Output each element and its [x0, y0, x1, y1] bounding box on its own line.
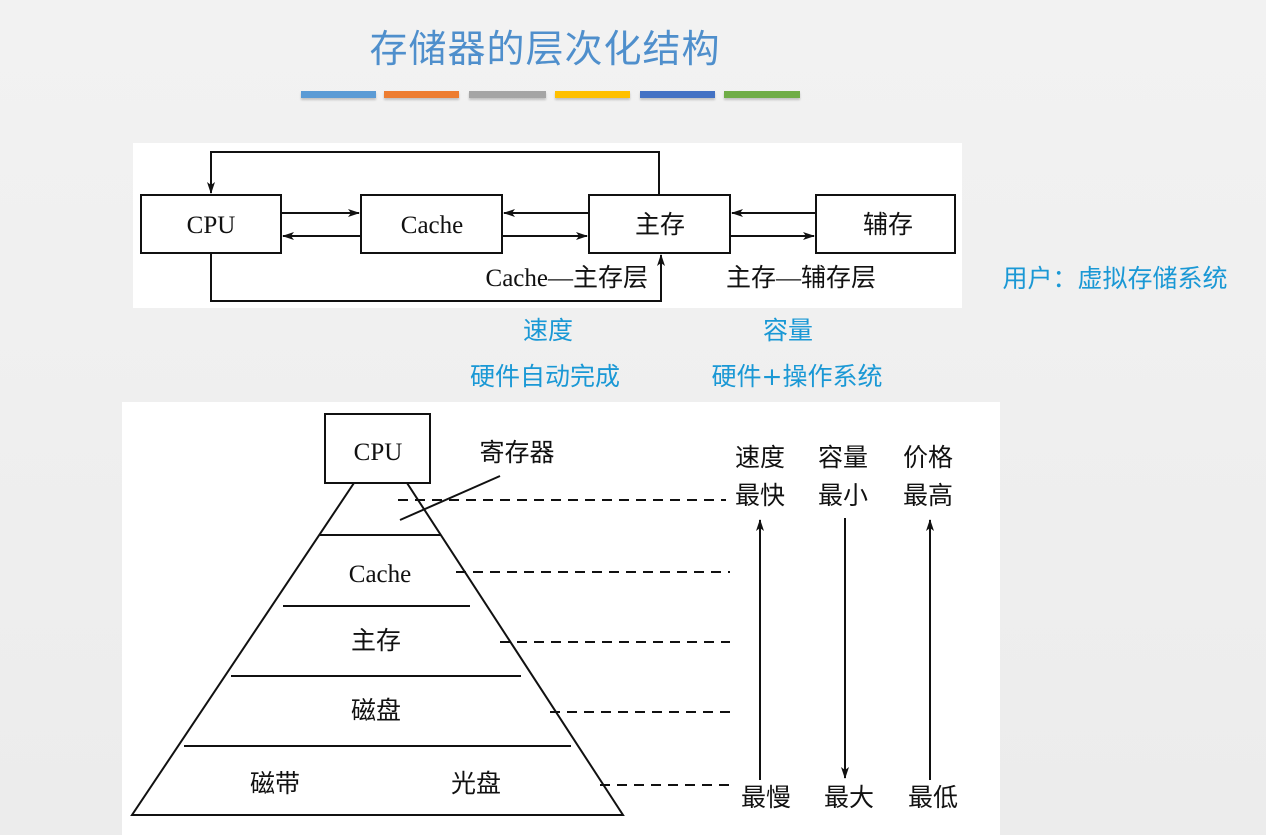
pyramid-level-cache: Cache	[349, 561, 411, 588]
column-speed-bottom: 最慢	[741, 784, 791, 812]
cpu-label: CPU	[187, 212, 236, 239]
accent-bar-6	[724, 91, 800, 98]
register-leader-line	[399, 475, 501, 521]
cache-label: Cache	[401, 212, 463, 239]
cache-hierarchy-diagram: CPU Cache 主存 辅存 Cache—主存层 主存—辅存层	[133, 143, 962, 308]
column-capacity-top: 最小	[818, 482, 868, 510]
register-label: 寄存器	[479, 439, 554, 467]
aux-memory-box	[815, 194, 956, 254]
accent-bar-1	[301, 91, 376, 98]
main-memory-label: 主存	[635, 211, 685, 239]
aux-memory-label: 辅存	[863, 211, 913, 239]
capacity-note: 容量	[763, 316, 813, 345]
pyramid-level-tape: 磁带	[250, 770, 300, 798]
pyramid-level-optical: 光盘	[451, 770, 501, 798]
speed-impl-note: 硬件自动完成	[470, 362, 620, 391]
accent-bar-3	[469, 91, 546, 98]
accent-bar-5	[640, 91, 715, 98]
pyramid-cpu-label: CPU	[354, 439, 403, 466]
main-aux-layer-label: 主存—辅存层	[726, 264, 876, 292]
column-price-bottom: 最低	[908, 784, 958, 812]
page-title: 存储器的层次化结构	[369, 27, 721, 71]
column-price-head: 价格	[903, 444, 953, 472]
accent-bar-4	[555, 91, 630, 98]
column-speed-head: 速度	[735, 444, 785, 472]
level-dashed-lines	[398, 499, 730, 786]
virtual-memory-note: 用户：虚拟存储系统	[1002, 264, 1227, 293]
column-capacity-head: 容量	[818, 444, 868, 472]
capacity-impl-note: 硬件+操作系统	[712, 362, 883, 391]
cache-main-layer-label: Cache—主存层	[486, 264, 648, 292]
cache-box	[360, 194, 503, 254]
column-price-top: 最高	[903, 482, 953, 510]
pyramid-level-disk: 磁盘	[351, 697, 401, 725]
pyramid-level-main: 主存	[351, 627, 401, 655]
accent-bar-2	[384, 91, 459, 98]
speed-note: 速度	[523, 316, 573, 345]
column-speed-top: 最快	[735, 482, 785, 510]
memory-pyramid: CPU 寄存器 Cache 主存 磁盘 磁带 光盘 速度 最快 最慢 容量 最小…	[122, 402, 1000, 835]
pyramid-outline	[130, 482, 625, 816]
column-capacity-bottom: 最大	[824, 784, 874, 812]
